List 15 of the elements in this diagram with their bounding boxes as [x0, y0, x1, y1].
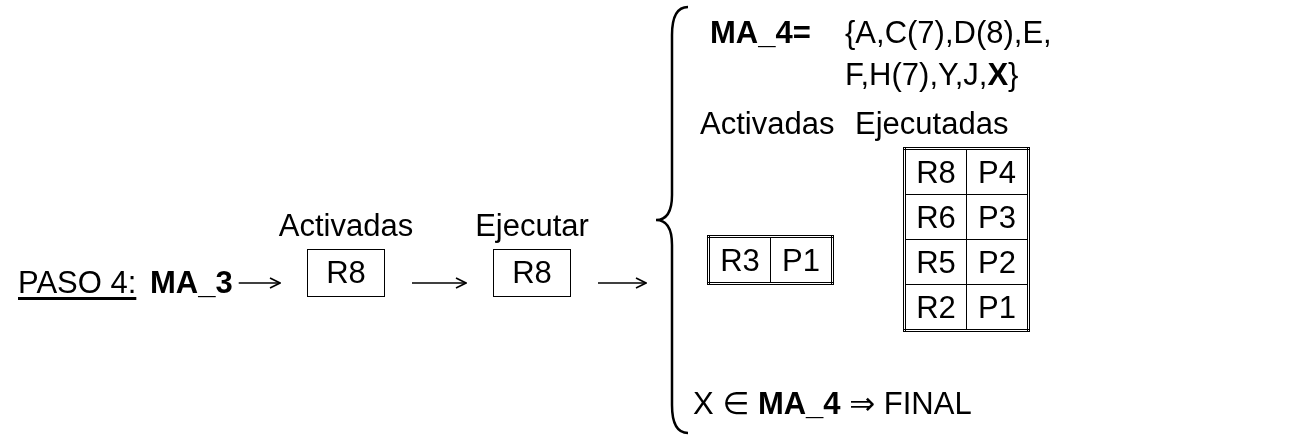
label-text: X ∈ MA_4 ⇒ FINAL — [693, 385, 972, 423]
label-text: Ejecutadas — [855, 105, 1009, 143]
set-name: MA_3 — [150, 262, 233, 304]
label-text: Activadas — [700, 105, 835, 143]
table-cell: R5 — [904, 239, 967, 285]
arrow — [597, 277, 647, 289]
table-cell: R8 — [904, 148, 967, 195]
box-heading: Activadas — [278, 207, 414, 245]
table-cell: R6 — [904, 194, 967, 240]
label-text: MA_4= — [710, 14, 811, 52]
arrow — [237, 277, 281, 289]
arrow — [411, 277, 467, 289]
element-set: {A,C(7),D(8),E, F,H(7),Y,J,X} — [845, 14, 1053, 94]
box-heading: Ejecutar — [475, 207, 589, 245]
step-title: PASO 4: — [18, 264, 137, 302]
